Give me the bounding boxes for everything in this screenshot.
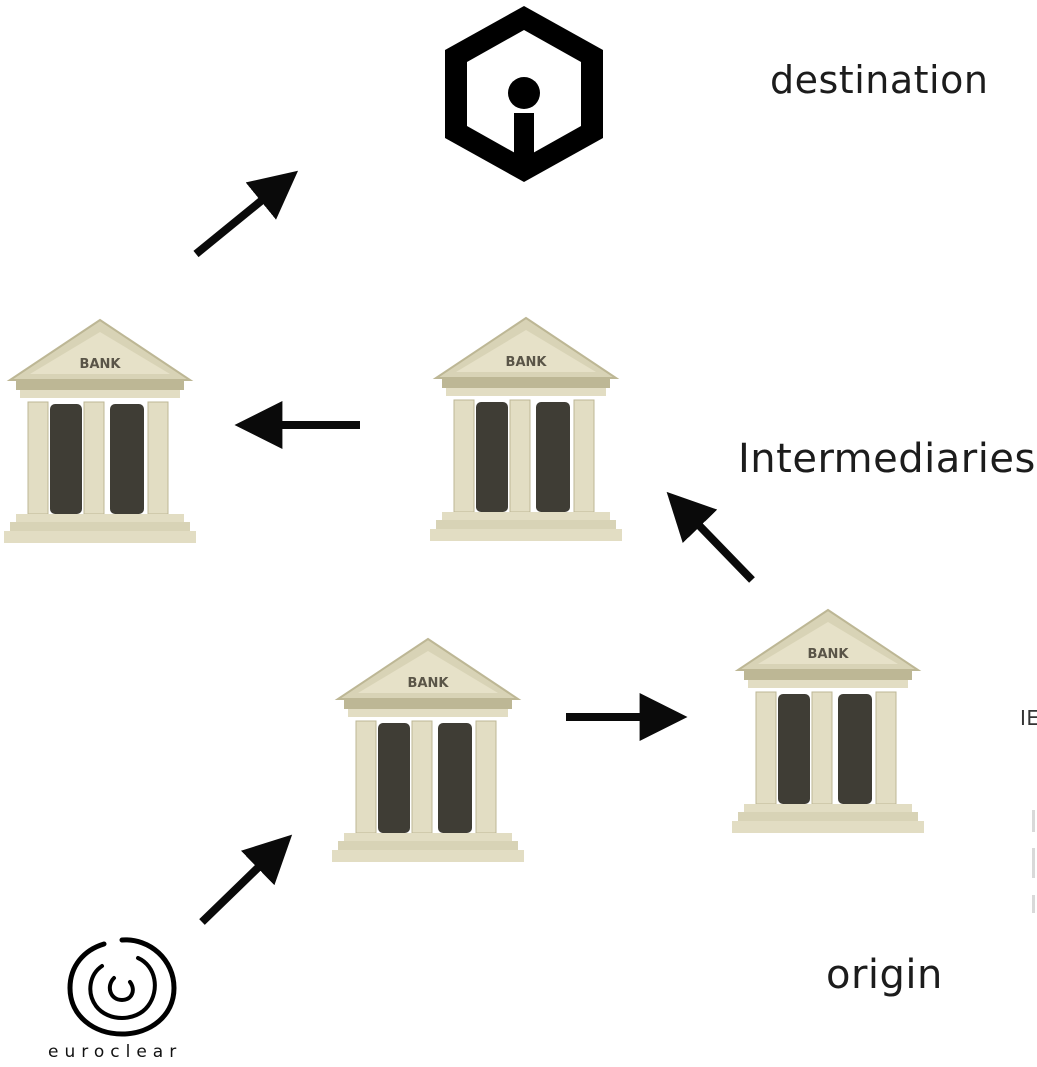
bank-step: [430, 529, 622, 541]
destination-hexagon-icon: [440, 3, 608, 185]
bank-frieze: [442, 378, 610, 388]
bank-step: [442, 512, 610, 520]
cropped-edge-content: [1022, 780, 1037, 930]
bank-frieze: [16, 380, 184, 390]
bank-icon: BANK: [732, 608, 924, 833]
bank-frieze: [344, 699, 512, 709]
bank-door: [476, 402, 508, 512]
bank-step: [738, 812, 918, 821]
bank-pediment: [358, 651, 498, 693]
bank-building-left: BANK: [2, 318, 198, 546]
bank-building-middle-top: BANK: [428, 316, 624, 544]
destination-label: destination: [770, 58, 989, 102]
bank-column: [453, 399, 475, 513]
bank-building-middle-bottom: BANK: [330, 637, 526, 865]
bank-step: [344, 833, 512, 841]
arrow-to-bank-middle-top: [666, 491, 755, 583]
bank-architrave: [348, 709, 508, 717]
bank-text: BANK: [408, 676, 450, 691]
bank-step: [4, 531, 196, 543]
bank-column: [355, 720, 377, 834]
bank-column: [509, 399, 531, 513]
bank-pediment: [758, 622, 898, 664]
bank-step: [732, 821, 924, 833]
bank-text: BANK: [80, 357, 122, 372]
bank-door: [536, 402, 570, 512]
bank-door: [50, 404, 82, 514]
bank-architrave: [20, 390, 180, 398]
bank-column: [573, 399, 595, 513]
arrow-from-origin: [199, 834, 293, 925]
bank-building-right: BANK: [730, 608, 926, 836]
bank-door: [438, 723, 472, 833]
bank-column: [147, 401, 169, 515]
bank-step: [10, 522, 190, 531]
bank-door: [838, 694, 872, 804]
arrow-to-destination: [193, 170, 299, 258]
bank-text: BANK: [506, 355, 548, 370]
bank-column: [755, 691, 777, 805]
bank-column: [475, 720, 497, 834]
intermediaries-label: Intermediaries: [738, 436, 1036, 482]
bank-step: [436, 520, 616, 529]
bank-pediment: [456, 330, 596, 372]
bank-column: [83, 401, 105, 515]
bank-frieze: [744, 670, 912, 680]
bank-icon: BANK: [430, 316, 622, 541]
bank-step: [16, 514, 184, 522]
bank-architrave: [446, 388, 606, 396]
bank-door: [110, 404, 144, 514]
bank-column: [875, 691, 897, 805]
bank-icon: BANK: [4, 318, 196, 543]
bank-icon: BANK: [332, 637, 524, 862]
bank-step: [744, 804, 912, 812]
euroclear-logo: [62, 930, 182, 1042]
bank-door: [778, 694, 810, 804]
euroclear-logo-text: euroclear: [48, 1042, 183, 1062]
bank-column: [27, 401, 49, 515]
bank-step: [332, 850, 524, 862]
origin-label: origin: [826, 952, 943, 998]
bank-pediment: [30, 332, 170, 374]
bank-text: BANK: [808, 647, 850, 662]
partial-right-label: IE: [1020, 706, 1037, 730]
bank-column: [811, 691, 833, 805]
bank-architrave: [748, 680, 908, 688]
bank-step: [338, 841, 518, 850]
bank-column: [411, 720, 433, 834]
bank-door: [378, 723, 410, 833]
